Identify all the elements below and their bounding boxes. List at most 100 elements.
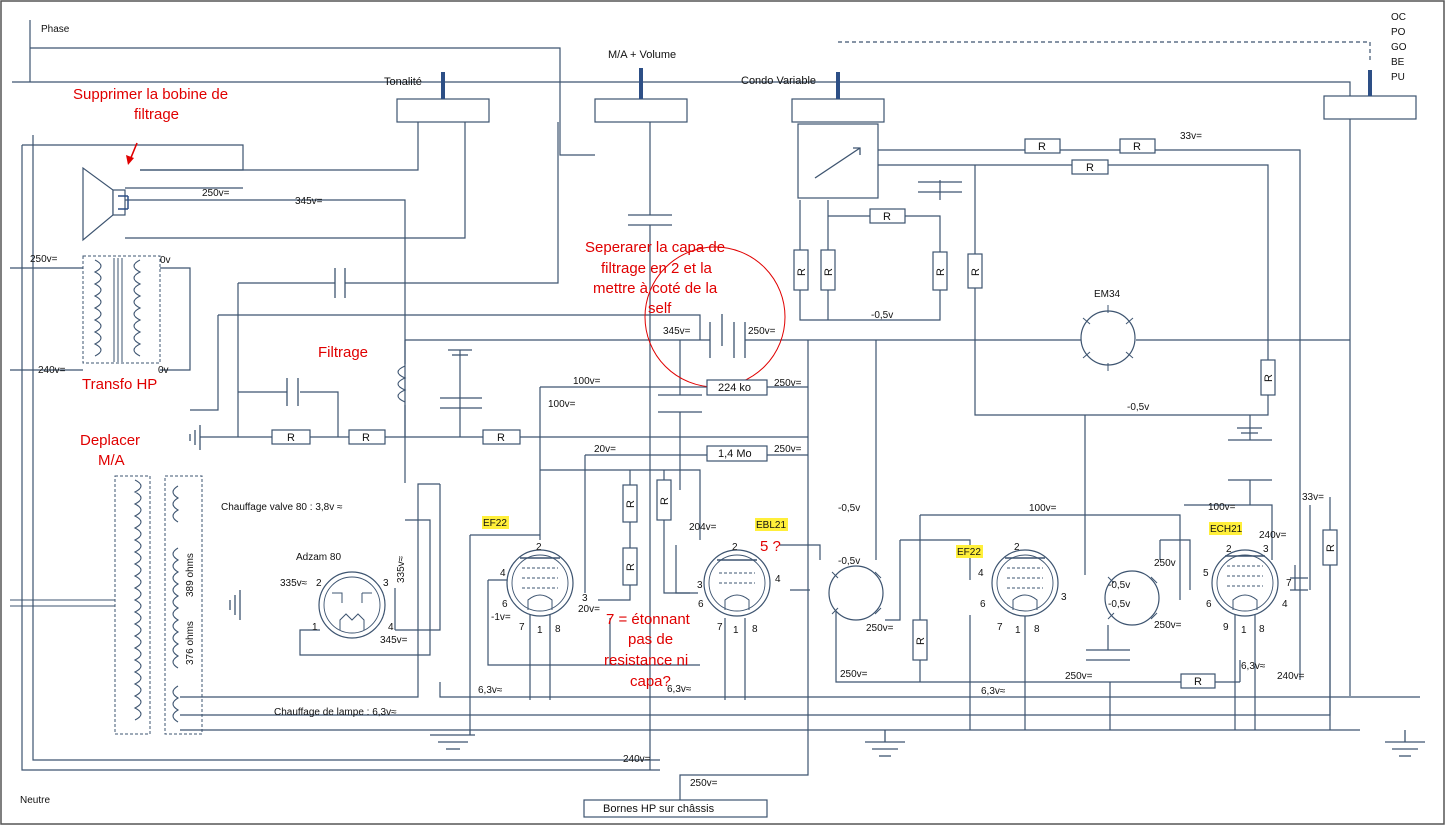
chauffage-lampe-label: Chauffage de lampe : 6,3v≈ (274, 707, 397, 718)
voltage-label: 250v= (690, 778, 718, 789)
pin-number: 1 (733, 625, 739, 636)
band-po: PO (1391, 27, 1406, 38)
pin-number: 3 (697, 580, 703, 591)
tube-em34 (1080, 305, 1136, 371)
volume-box (594, 98, 688, 123)
pin-number: 3 (1061, 592, 1067, 603)
labels: Phase Neutre Tonalité M/A + Volume Condo… (20, 12, 1407, 815)
pin-number: 7 (1286, 578, 1292, 589)
voltage-label: -0,5v (871, 310, 893, 321)
note-capa-line2: filtrage en 2 et la (601, 260, 713, 277)
pin-number: 7 (519, 622, 525, 633)
pin-number: 4 (775, 574, 781, 585)
voltage-label: 250v (1154, 558, 1176, 569)
condo-box (791, 98, 885, 123)
voltage-label: -1v= (491, 612, 511, 623)
voltage-label: 240v= (623, 754, 651, 765)
pin-number: 3 (1263, 544, 1269, 555)
controls (396, 68, 1417, 818)
voltage-label: 250v= (1154, 620, 1182, 631)
voltage-labels: 250v= 345v= 250v= 0v 0v 240v= 345v= 250v… (30, 131, 1324, 789)
tonalite-label: Tonalité (384, 76, 422, 88)
em34-label: EM34 (1094, 289, 1121, 300)
voltage-label: 250v= (202, 188, 230, 199)
output-transformer (82, 255, 161, 364)
band-be: BE (1391, 57, 1405, 68)
pin-number: 2 (1014, 542, 1020, 553)
pin-number: 5 (1203, 568, 1209, 579)
voltage-label: 345v= (295, 196, 323, 207)
voltage-label: 240v= (1277, 671, 1305, 682)
filter-coil (397, 365, 407, 403)
resistor-label: R (935, 268, 947, 276)
pin-number: 2 (536, 542, 542, 553)
note-five: 5 ? (760, 538, 781, 555)
tube-name-ef22-left: EF22 (483, 518, 507, 529)
pin-number: 2 (1226, 544, 1232, 555)
pin-number: 4 (1282, 599, 1288, 610)
capacitors (286, 181, 1272, 661)
resistor-label: R (659, 497, 671, 505)
resistor-label: R (1133, 141, 1141, 153)
pin-number: 1 (1015, 625, 1021, 636)
pin-number: 6 (980, 599, 986, 610)
note-transfo: Transfo HP (82, 376, 157, 393)
pin-number: 3 (383, 578, 389, 589)
pin-number: 1 (537, 625, 543, 636)
pin-number: 7 (997, 622, 1003, 633)
pin-number: 8 (555, 624, 561, 635)
tube-name-ebl21: EBL21 (756, 520, 786, 531)
voltage-label: 250v= (748, 326, 776, 337)
grounds (189, 425, 1425, 757)
pin-number: 6 (698, 599, 704, 610)
note-bobine-line1: Supprimer la bobine de (73, 86, 228, 103)
note-etonnant-line1: 7 = étonnant (606, 611, 691, 628)
note-filtrage: Filtrage (318, 344, 368, 361)
voltage-label: 335v≈ (280, 578, 308, 589)
resistor-label: R (287, 432, 295, 444)
note-deplacer-line1: Deplacer (80, 432, 140, 449)
pin-number: 1 (312, 622, 318, 633)
pin-number: 8 (752, 624, 758, 635)
voltage-label: -0,5v (1108, 599, 1130, 610)
resistor-label: R (1263, 374, 1275, 382)
resistor-label: R (625, 563, 637, 571)
note-deplacer-line2: M/A (98, 452, 125, 469)
voltage-label: 6,3v≈ (1241, 661, 1266, 672)
diode-circle-right (1104, 570, 1160, 626)
voltage-label: 345v= (663, 326, 691, 337)
tube-name-ef22-right: EF22 (957, 547, 981, 558)
voltage-label: 100v= (573, 376, 601, 387)
resistor-label: R (362, 432, 370, 444)
pin-number: 4 (388, 622, 394, 633)
voltage-label: 20v= (594, 444, 616, 455)
voltage-label: 250v= (1065, 671, 1093, 682)
resistor-label: R (883, 211, 891, 223)
variable-capacitor (797, 123, 879, 199)
resistor-label: R (1086, 162, 1094, 174)
voltage-label: 250v= (774, 444, 802, 455)
speaker (82, 166, 129, 242)
resistor-label: R (823, 268, 835, 276)
resistor-label: R (625, 500, 637, 508)
tube-ech21 (1211, 549, 1279, 617)
resistor-1-4M-label: 1,4 Mo (718, 448, 752, 460)
note-capa-line3: mettre à coté de la (593, 280, 718, 297)
voltage-label: 250v= (30, 254, 58, 265)
phase-label: Phase (41, 24, 70, 35)
bornes-box (583, 799, 768, 818)
pin-number: 4 (500, 568, 506, 579)
note-etonnant-line4: capa? (630, 673, 671, 690)
voltage-label: 33v= (1180, 131, 1202, 142)
voltage-label: 100v= (1208, 502, 1236, 513)
voltage-label: -0,5v (838, 556, 860, 567)
pin-number: 8 (1034, 624, 1040, 635)
tonalite-box (396, 98, 490, 123)
pin-number: 6 (502, 599, 508, 610)
resistor-label: R (970, 268, 982, 276)
voltage-label: 100v= (548, 399, 576, 410)
pin-number: 4 (978, 568, 984, 579)
